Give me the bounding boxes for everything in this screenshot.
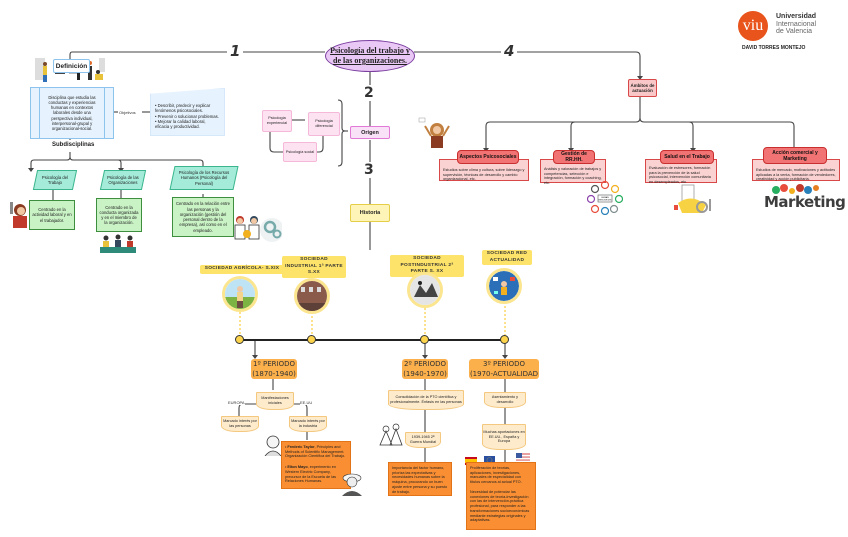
definicion-body-text: Disciplina que estudia las conductas y e…: [48, 94, 96, 132]
network-society-image: [486, 268, 522, 304]
period-3-step-2: Muchas aportaciones en EE.UU., España y …: [482, 424, 526, 450]
period-1-right-text: Marcado interés por la industria: [289, 416, 327, 432]
ambito-salud[interactable]: Salud en el Trabajo: [660, 150, 714, 164]
origen-source-diferencial: Psicología diferencial: [308, 112, 340, 136]
period-1-step-1: Manifestaciones iniciales: [256, 392, 294, 410]
period-3-detail: Proliferación de teorías, aplicaciones, …: [466, 462, 536, 530]
health-checklist-illustration: [672, 183, 716, 215]
branch-number-3: 3: [364, 162, 374, 178]
central-topic[interactable]: Psicología del trabajo y de las organiza…: [325, 40, 415, 72]
objetivo-item: • Mejorar la calidad laboral, eficacia y…: [155, 118, 206, 129]
society-industrial-label: SOCIEDAD INDUSTRIAL 1ª PARTE S.XX: [282, 256, 346, 279]
hr-wheel-illustration: HUMAN RESOURCES: [586, 180, 624, 216]
period-2-detail: Importancia del factor humano, prioriza …: [388, 462, 452, 496]
historia-node[interactable]: Historia: [350, 204, 390, 222]
subdisciplinas-label: Subdisciplinas: [52, 142, 95, 148]
marketing-people-illustration: [768, 182, 828, 196]
team-meeting-illustration: [98, 234, 138, 254]
war-soldiers-illustration: [378, 423, 406, 447]
origen-source-experiencial: Psicología experiencial: [262, 110, 292, 132]
subdiscipline-rrhh-desc: Centrado en la relación entre las person…: [172, 197, 234, 237]
spain-flag-icon: [465, 452, 477, 465]
taylor-entry: • Frederic Taylor, Principles and Method…: [285, 445, 346, 459]
ambitos-node[interactable]: Ámbitos de actuación: [628, 79, 657, 97]
ambito-marketing[interactable]: Acción comercial y Marketing: [763, 147, 827, 164]
objetivo-item: • Describir, predecir y explicar fenómen…: [155, 103, 211, 114]
branch-number-1: 1: [227, 42, 244, 60]
objetivos-label: Objetivos: [119, 110, 136, 115]
timeline-dot-agricola[interactable]: [235, 335, 244, 344]
university-logo: viu: [738, 11, 768, 41]
period-3[interactable]: 3º PERIODO (1970-ACTUALIDAD: [469, 359, 539, 380]
objetivos-box: • Describir, predecir y explicar fenómen…: [150, 88, 225, 136]
period-1-detail: • Frederic Taylor, Principles and Method…: [281, 441, 351, 489]
university-name: Universidad Internacional de Valencia: [776, 13, 817, 36]
objetivo-item: • Prevenir o solucionar problemas.: [155, 113, 219, 119]
society-red-label: SOCIEDAD RED ACTUALIDAD: [482, 250, 532, 266]
farmer-image: [222, 276, 258, 312]
mayo-entry: • Elton Mayo, experimento en Western Ele…: [285, 465, 337, 484]
author-name: DAVID TORRES MONTEJO: [742, 45, 806, 51]
branch-number-4: 4: [501, 42, 518, 60]
ambito-psicosociales[interactable]: Aspectos Psicosociales: [457, 150, 519, 164]
viu-logo-icon: viu: [738, 11, 768, 41]
period-2-step-2: 1939-1945 2ª Guerra Mundial: [405, 432, 441, 448]
origen-node[interactable]: Origen: [350, 126, 390, 139]
definicion-title[interactable]: Definición: [53, 59, 90, 73]
worker-illustration: [7, 198, 31, 230]
period-1-right-label: EE.UU: [300, 400, 313, 405]
subdiscipline-rrhh[interactable]: Psicología de los Recursos Humanos (Psic…: [169, 166, 239, 190]
period-2-step-1: Consolidación de la PTO científica y pro…: [388, 390, 464, 410]
stressed-worker-illustration: [417, 116, 457, 154]
ambito-psicosociales-desc: Estudios sobre clima y cultura, sobre li…: [439, 159, 529, 181]
society-postindustrial-label: SOCIEDAD POSTINDUSTRIAL 2ª PARTE S. XX: [390, 255, 464, 278]
hr-wheel-label: HUMAN: [601, 196, 609, 199]
mayo-portrait: [340, 470, 364, 496]
ambito-rrhh[interactable]: Gestión de RR.HH.: [553, 150, 595, 164]
subdiscipline-trabajo-desc: Centrado en la actividad laboral y en el…: [29, 200, 75, 230]
period-1-left-text: Marcado interés por las personas: [221, 416, 259, 432]
hr-people-gears-illustration: [232, 212, 284, 246]
svg-text:RESOURCES: RESOURCES: [599, 200, 612, 202]
branch-number-2: 2: [364, 85, 374, 101]
timeline-dot-red[interactable]: [500, 335, 509, 344]
period-2[interactable]: 2º PERIODO (1940-1970): [402, 359, 448, 380]
timeline-dot-industrial[interactable]: [307, 335, 316, 344]
subdiscipline-organizaciones-desc: Centrado en la conducta organizada y en …: [96, 198, 142, 232]
usa-flag-icon: [516, 450, 530, 463]
factory-image: [294, 278, 330, 314]
industrial-workers-image: [407, 272, 443, 308]
timeline-dot-postindustrial[interactable]: [420, 335, 429, 344]
period-1[interactable]: 1º PERIODO (1870-1940): [251, 359, 297, 380]
subdiscipline-name: Psicología de los Recursos Humanos (Psic…: [178, 170, 230, 186]
definicion-body-box: Disciplina que estudia las conductas y e…: [30, 87, 114, 139]
subdiscipline-name: Psicología del Trabajo: [41, 174, 69, 185]
central-topic-label: Psicología del trabajo y de las organiza…: [330, 46, 410, 65]
period-3-step-1: Asentamiento y desarrollo: [484, 392, 526, 408]
subdiscipline-name: Psicología de las Organizaciones: [107, 174, 139, 185]
origen-source-social: Psicología social: [283, 142, 317, 162]
taylor-portrait: [262, 434, 284, 457]
subdiscipline-trabajo[interactable]: Psicología del Trabajo: [32, 170, 78, 190]
eu-flag-icon: [484, 451, 495, 464]
subdiscipline-organizaciones[interactable]: Psicología de las Organizaciones: [99, 170, 147, 190]
marketing-word-art: Marketing: [764, 193, 846, 211]
period-1-left-label: EUROPA: [228, 400, 245, 405]
society-agricola-label: SOCIEDAD AGRÍCOLA- S.XIX: [200, 265, 284, 274]
